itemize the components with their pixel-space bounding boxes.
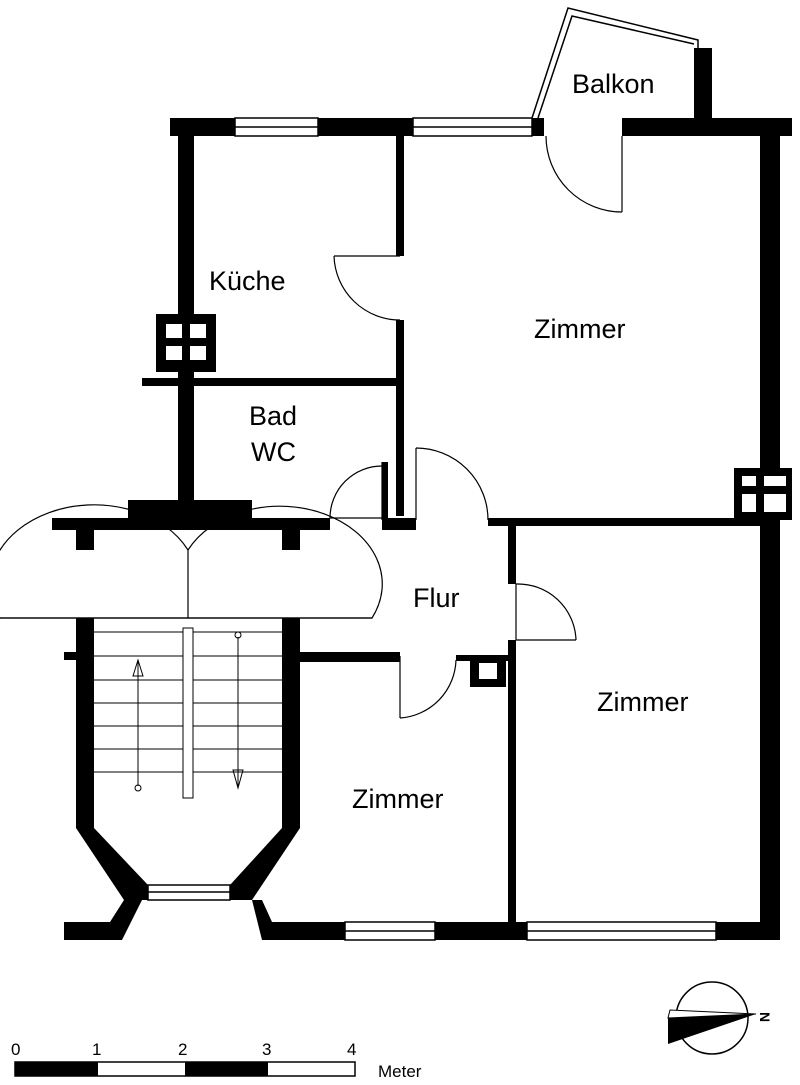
door-kitchen xyxy=(333,255,401,321)
balcony xyxy=(531,7,699,119)
north-arrow: N xyxy=(667,981,773,1055)
wall-hall-right-upper xyxy=(508,526,516,584)
wall-kitchen-living-upper xyxy=(396,136,404,256)
scale-unit: Meter xyxy=(378,1062,422,1081)
chimney-kitchen-frame xyxy=(156,314,216,372)
bay-wall-left xyxy=(76,828,148,900)
scale-segment-0 xyxy=(15,1062,98,1076)
wall-kitchen-living-lower xyxy=(396,320,404,380)
walls xyxy=(52,48,792,940)
wall-bath-hall xyxy=(396,386,404,516)
door-bottom-room xyxy=(399,659,457,719)
wall-hall-right-lower xyxy=(508,640,516,922)
wall-bath-left xyxy=(178,372,194,522)
stair-arrow-down-icon xyxy=(232,769,244,790)
staircase xyxy=(94,627,282,799)
balcony-railing-outer xyxy=(531,7,699,119)
wall-bath-hall-2 xyxy=(382,462,388,522)
wall-bottom-bay-right xyxy=(252,900,345,940)
wall-stair-right xyxy=(282,618,300,828)
wall-bottom-mid xyxy=(435,922,527,940)
door-balcony xyxy=(545,135,623,213)
compass-north-label: N xyxy=(757,1012,773,1022)
scale-tick-3: 3 xyxy=(262,1040,271,1059)
wall-hall-bottom-room xyxy=(300,652,400,662)
wall-top-mid2 xyxy=(532,118,544,136)
label-balkon: Balkon xyxy=(572,69,655,99)
door-stair-entry xyxy=(0,504,189,619)
scale-bar: 0 1 2 3 4 Meter xyxy=(11,1040,422,1081)
label-wc: WC xyxy=(251,437,296,467)
bay-wall-right xyxy=(230,828,300,900)
scale-segment-2 xyxy=(185,1062,268,1076)
scale-tick-4: 4 xyxy=(347,1040,356,1059)
label-zimmer-right: Zimmer xyxy=(597,687,688,717)
scale-tick-2: 2 xyxy=(178,1040,187,1059)
label-kueche: Küche xyxy=(209,266,286,296)
wall-stair-right-top xyxy=(282,530,300,550)
door-living xyxy=(415,447,489,521)
label-zimmer-living: Zimmer xyxy=(534,314,625,344)
door-right-room xyxy=(515,583,577,641)
wall-bottom-left xyxy=(64,900,142,940)
balcony-post xyxy=(694,48,712,136)
wall-right xyxy=(760,118,780,940)
doors xyxy=(0,135,623,719)
door-bath xyxy=(329,465,383,519)
label-bad: Bad xyxy=(249,401,297,431)
windows xyxy=(147,117,717,941)
wall-bottom-right xyxy=(716,922,780,940)
wall-stair-top-small xyxy=(382,518,416,530)
balcony-railing-inner xyxy=(537,15,695,119)
north-needle-icon xyxy=(668,1014,756,1044)
label-flur: Flur xyxy=(413,583,460,613)
wall-stair-left-top xyxy=(76,530,94,550)
wall-top-mid xyxy=(318,118,413,136)
label-zimmer-bottom: Zimmer xyxy=(352,784,443,814)
wall-kitchen-left xyxy=(178,118,194,318)
wall-kitchen-bath xyxy=(142,378,404,386)
wall-living-room-right xyxy=(488,518,760,526)
stair-arrow-up-icon xyxy=(132,658,144,677)
scale-tick-1: 1 xyxy=(92,1040,101,1059)
wall-stair-left xyxy=(76,618,94,828)
scale-tick-0: 0 xyxy=(11,1040,20,1059)
stair-handrail xyxy=(182,627,194,799)
